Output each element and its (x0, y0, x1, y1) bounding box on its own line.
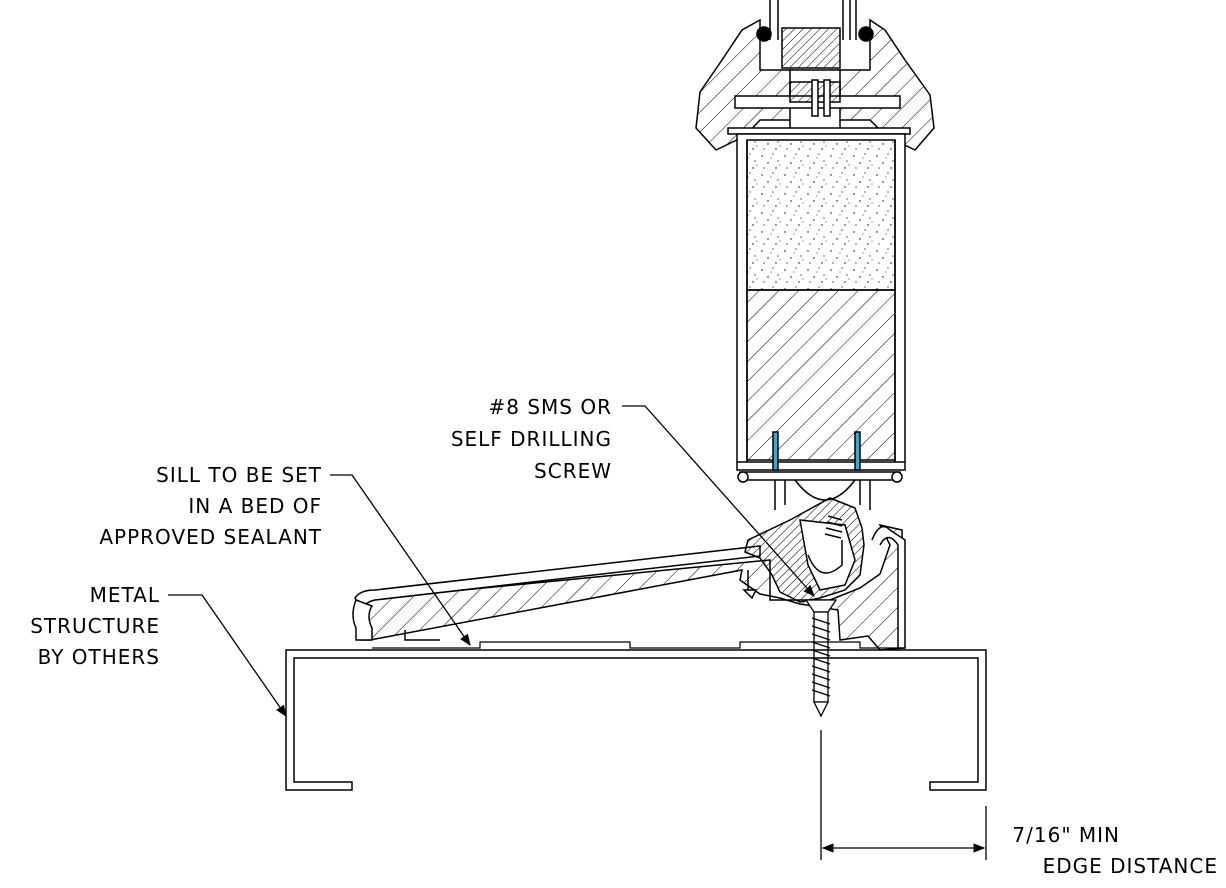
note-edge: 7/16" MIN EDGE DISTANCE (1012, 823, 1218, 878)
note-edge-line-1: 7/16" MIN (1012, 823, 1120, 847)
note-sill-line-2: IN A BED OF (188, 494, 322, 518)
sill-leader (330, 474, 471, 646)
note-screw-line-1: #8 SMS OR (489, 395, 612, 419)
metal-channel (285, 641, 987, 791)
note-sill-line-1: SILL TO BE SET (156, 463, 322, 487)
note-metal-line-2: STRUCTURE (30, 614, 160, 638)
note-metal-line-1: METAL (90, 583, 160, 607)
note-screw-line-3: SCREW (534, 459, 612, 483)
note-screw: #8 SMS OR SELF DRILLING SCREW (451, 395, 612, 483)
screw-leader (622, 405, 815, 597)
note-metal-line-3: BY OTHERS (38, 645, 160, 669)
metal-leader (168, 594, 287, 717)
note-metal: METAL STRUCTURE BY OTHERS (30, 583, 160, 669)
upper-frame-assembly (695, 0, 935, 151)
note-screw-line-2: SELF DRILLING (451, 427, 612, 451)
note-sill-line-3: APPROVED SEALANT (99, 525, 322, 549)
screw (804, 599, 838, 718)
panel-section (736, 133, 906, 510)
note-edge-line-2: EDGE DISTANCE (1043, 854, 1218, 878)
edge-distance-dimension (820, 730, 987, 860)
note-sill: SILL TO BE SET IN A BED OF APPROVED SEAL… (99, 463, 322, 549)
leader-lines (168, 405, 815, 717)
